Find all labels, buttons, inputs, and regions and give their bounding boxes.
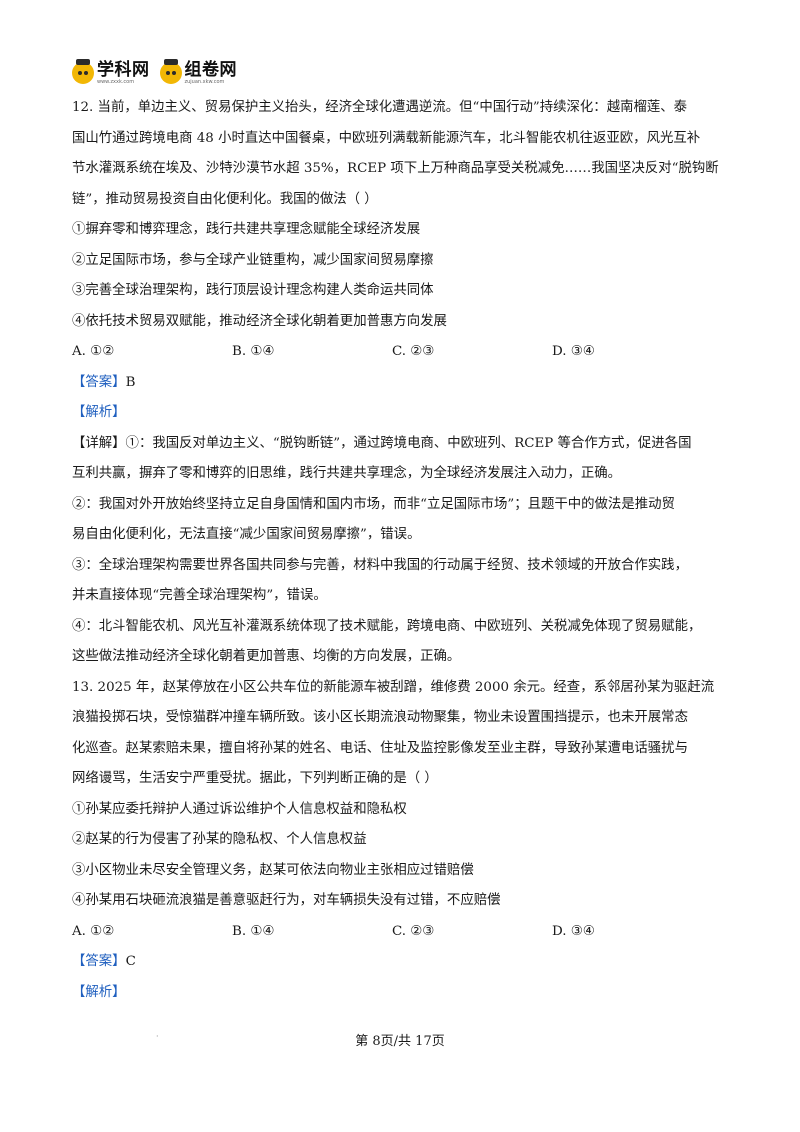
q12-item-2: ②立足国际市场，参与全球产业链重构，减少国家间贸易摩擦 [72,252,434,268]
zujuan-logo: 组卷网 zujuan.xkw.com [159,59,238,85]
q13-item-2: ②赵某的行为侵害了孙某的隐私权、个人信息权益 [72,832,367,847]
q12-item-3: ③完善全球治理架构，践行顶层设计理念构建人类命运共同体 [72,283,434,298]
question-12: 12. 当前，单边主义、贸易保护主义抬头，经济全球化遭遇逆流。但“中国行动”持续… [72,93,732,673]
q13-answer: 【答案】C [72,947,732,978]
q12-answer: 【答案】B [72,368,732,399]
zujuan-mascot-icon [159,59,182,84]
q13-options: A. ①② B. ①④ C. ②③ D. ③④ [72,917,732,948]
q12-stem-line: 节水灌溉系统在埃及、沙特沙漠节水超 35%，RCEP 项下上万种商品享受关税减免… [72,161,719,176]
q13-answer-tag: 【答案】 [72,954,126,969]
q12-option-a: A. ①② [72,344,115,359]
q12-stem-line: 链”，推动贸易投资自由化便利化。我国的做法（ ） [72,191,378,207]
q13-option-c: C. ②③ [392,923,435,939]
q12-option-d: D. ③④ [552,344,595,359]
q12-item-1: ①摒弃零和博弈理念，践行共建共享理念赋能全球经济发展 [72,222,421,237]
q13-item-3: ③小区物业未尽安全管理义务，赵某可依法向物业主张相应过错赔偿 [72,862,474,878]
q13-option-a: A. ①② [72,923,115,939]
q12-detail-line: 这些做法推动经济全球化朝着更加普惠、均衡的方向发展，正确。 [72,649,461,664]
q12-detail-line: 并未直接体现“完善全球治理架构”，错误。 [72,588,327,603]
q12-detail-line: 互利共赢，摒弃了零和博弈的旧思维，践行共建共享理念，为全球经济发展注入动力，正确… [72,466,622,481]
q12-detail-line: 易自由化便利化，无法直接“减少国家间贸易摩擦”，错误。 [72,527,421,542]
q13-answer-value: C [125,954,136,969]
q13-item-1: ①孙某应委托辩护人通过诉讼维护个人信息权益和隐私权 [72,801,407,817]
q13-stem-line: 13. 2025 年，赵某停放在小区公共车位的新能源车被刮蹭，维修费 2000 … [72,679,715,695]
q13-stem-line: 网络谩骂，生活安宁严重受扰。据此，下列判断正确的是（ ） [72,771,438,786]
q13-analysis-tag: 【解析】 [72,984,126,1000]
logo-bar: 学科网 www.zxxk.com 组卷网 zujuan.xkw.com [72,58,237,88]
q12-analysis-tag: 【解析】 [72,405,126,420]
q12-detail-line: 【详解】①：我国反对单边主义、“脱钩断链”，通过跨境电商、中欧班列、RCEP 等… [72,435,692,451]
q13-stem-line: 浪猫投掷石块，受惊猫群冲撞车辆所致。该小区长期流浪动物聚集，物业未设置围挡提示，… [72,710,688,725]
q13-option-d: D. ③④ [552,923,595,939]
zujuan-logo-text: 组卷网 [184,59,237,80]
q12-item-4: ④依托技术贸易双赋能，推动经济全球化朝着更加普惠方向发展 [72,313,447,329]
zxxk-mascot-icon [72,59,94,84]
question-13: 13. 2025 年，赵某停放在小区公共车位的新能源车被刮蹭，维修费 2000 … [72,673,732,1009]
page-content: 12. 当前，单边主义、贸易保护主义抬头，经济全球化遭遇逆流。但“中国行动”持续… [72,93,732,1008]
q13-option-b: B. ①④ [232,923,275,939]
q12-detail-line: ②：我国对外开放始终坚持立足自身国情和国内市场，而非“立足国际市场”；且题干中的… [72,496,675,512]
page-number: 第 8页/共 17页 [355,1034,445,1049]
q13-item-4: ④孙某用石块砸流浪猫是善意驱赶行为，对车辆损失没有过错，不应赔偿 [72,893,501,908]
q12-answer-value: B [125,374,136,390]
q12-detail-line: ④：北斗智能农机、风光互补灌溉系统体现了技术赋能，跨境电商、中欧班列、关税减免体… [72,618,702,634]
zxxk-logo-url: www.zxxk.com [97,78,135,85]
q12-detail-line: ③：全球治理架构需要世界各国共同参与完善，材料中我国的行动属于经贸、技术领域的开… [72,557,688,573]
q12-answer-tag: 【答案】 [72,374,126,390]
zxxk-logo-text: 学科网 [97,59,150,80]
q12-option-c: C. ②③ [392,344,435,359]
q12-stem-line: 国山竹通过跨境电商 48 小时直达中国餐桌，中欧班列满载新能源汽车，北斗智能农机… [72,130,701,146]
zxxk-logo: 学科网 www.zxxk.com [72,59,150,85]
zujuan-logo-url: zujuan.xkw.com [184,78,225,85]
footer-dot: · [156,1032,159,1041]
q13-stem-line: 化巡查。赵某索赔未果，擅自将孙某的姓名、电话、住址及监控影像发至业主群，导致孙某… [72,740,688,756]
q12-options: A. ①② B. ①④ C. ②③ D. ③④ [72,337,732,368]
q12-option-b: B. ①④ [232,344,275,359]
q12-stem-line: 12. 当前，单边主义、贸易保护主义抬头，经济全球化遭遇逆流。但“中国行动”持续… [72,100,688,115]
